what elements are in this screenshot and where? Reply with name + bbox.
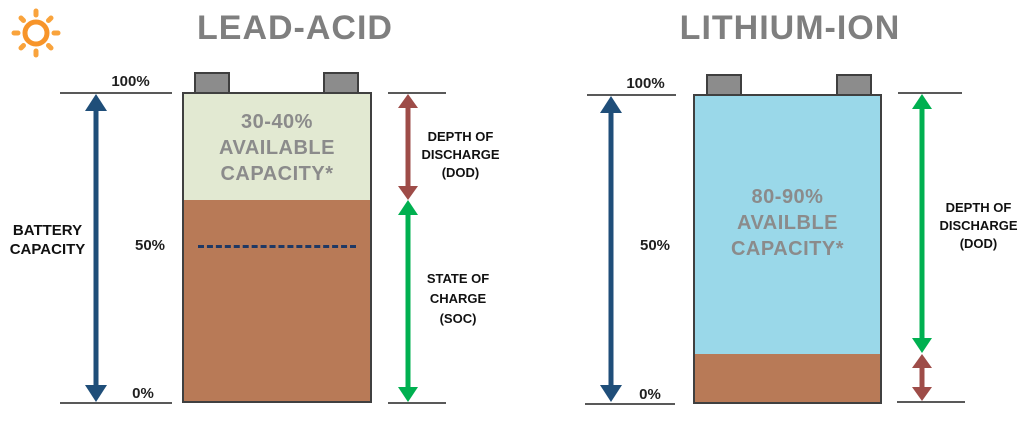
lead-acid-0-line — [60, 402, 172, 404]
lithium-ion-dod-top-line — [898, 92, 962, 94]
available-capacity-region: 30-40% AVAILABLE CAPACITY* — [184, 94, 370, 200]
discharged-region — [184, 200, 370, 401]
lead-acid-100-line — [60, 92, 172, 94]
lithium-ion-0-line — [585, 403, 675, 405]
lead-acid-title: LEAD-ACID — [197, 9, 393, 47]
lithium-ion-dod-label: DEPTH OF DISCHARGE (DOD) — [939, 200, 1018, 251]
lead-acid-soc-bottom-line — [388, 402, 446, 404]
lead-acid-0-label: 0% — [132, 385, 154, 402]
lead-acid-100-label: 100% — [111, 73, 150, 90]
lithium-ion-0-label: 0% — [639, 386, 661, 403]
lead-acid-battery-capacity-arrow — [85, 94, 107, 402]
lithium-ion-reserve-arrow — [911, 354, 933, 401]
lead-acid-soc-label: STATE OF CHARGE (SOC) — [426, 271, 490, 326]
battery-terminal — [194, 72, 230, 94]
lead-acid-battery-capacity-label: BATTERY CAPACITY — [9, 222, 86, 258]
lithium-ion-50-label: 50% — [639, 237, 671, 254]
lithium-ion-100-line — [587, 94, 676, 96]
lead-acid-dod-top-line — [388, 92, 446, 94]
lead-acid-dod-label: DEPTH OF DISCHARGE (DOD) — [421, 129, 500, 180]
sun-icon — [11, 8, 61, 58]
discharged-region — [695, 354, 880, 402]
lithium-ion-battery-capacity-arrow — [600, 96, 622, 402]
lead-acid-dod-arrow — [397, 94, 419, 200]
lithium-ion-100-label: 100% — [626, 75, 665, 92]
lead-acid-50-label: 50% — [134, 237, 166, 254]
battery-terminal — [836, 74, 872, 96]
lithium-ion-bottom-line — [897, 401, 965, 403]
available-capacity-region: 80-90% AVAILBLE CAPACITY* — [695, 96, 880, 354]
soc-50-dashed-line — [198, 245, 356, 248]
lead-acid-soc-arrow — [397, 200, 419, 402]
battery-terminal — [323, 72, 359, 94]
lithium-ion-dod-arrow — [911, 94, 933, 353]
lithium-ion-title: LITHIUM-ION — [679, 9, 901, 47]
lead-acid-battery: 30-40% AVAILABLE CAPACITY* — [182, 92, 372, 403]
lithium-ion-battery: 80-90% AVAILBLE CAPACITY* — [693, 94, 882, 404]
battery-terminal — [706, 74, 742, 96]
